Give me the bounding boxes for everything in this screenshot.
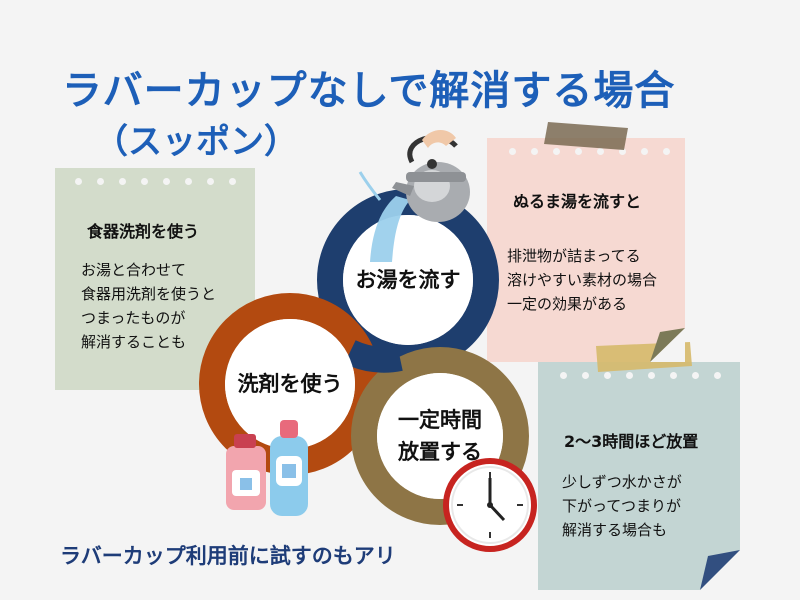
punch-hole: [604, 372, 611, 379]
card-line: 少しずつ水かさが: [562, 473, 682, 491]
punch-hole: [582, 372, 589, 379]
punch-hole: [207, 178, 214, 185]
card-wait: 2〜3時間ほど放置 少しずつ水かさが 下がってつまりが 解消する場合も: [538, 362, 740, 590]
card-line: つまったものが: [81, 309, 186, 327]
card-title: ぬるま湯を流すと: [513, 192, 642, 211]
circle-wait: 一定時間 放置する: [377, 373, 503, 499]
punch-hole: [229, 178, 236, 185]
punch-hole: [560, 372, 567, 379]
card-line: 食器用洗剤を使うと: [81, 285, 217, 303]
circle-label-line: 放置する: [398, 440, 482, 464]
punch-hole: [575, 148, 582, 155]
punch-hole: [531, 148, 538, 155]
card-holes: [487, 138, 685, 158]
punch-hole: [714, 372, 721, 379]
page-title: ラバーカップなしで解消する場合: [62, 68, 676, 114]
page-subtitle: （スッポン）: [94, 122, 298, 162]
punch-hole: [509, 148, 516, 155]
card-holes: [55, 168, 255, 188]
punch-hole: [692, 372, 699, 379]
card-body: 少しずつ水かさが 下がってつまりが 解消する場合も: [562, 470, 682, 542]
punch-hole: [648, 372, 655, 379]
card-holes: [538, 362, 740, 382]
card-line: 解消することも: [81, 333, 187, 351]
punch-hole: [119, 178, 126, 185]
circle-label-line: 一定時間: [398, 408, 482, 432]
card-title: 2〜3時間ほど放置: [564, 432, 699, 451]
punch-hole: [663, 148, 670, 155]
ring-wait: [351, 347, 529, 525]
card-hotwater: ぬるま湯を流すと 排泄物が詰まってる 溶けやすい素材の場合 一定の効果がある: [487, 138, 685, 362]
card-line: 溶けやすい素材の場合: [507, 271, 658, 289]
card-line: 一定の効果がある: [507, 295, 628, 313]
circle-label: お湯を流す: [355, 268, 461, 292]
circle-label: 一定時間 放置する: [377, 373, 503, 499]
punch-hole: [163, 178, 170, 185]
punch-hole: [75, 178, 82, 185]
card-line: 解消する場合も: [562, 521, 668, 539]
circle-hotwater: お湯を流す: [343, 215, 473, 345]
punch-hole: [626, 372, 633, 379]
tape-icon: [544, 122, 628, 150]
footer-note: ラバーカップ利用前に試すのもアリ: [60, 544, 396, 568]
card-line: お湯と合わせて: [81, 261, 187, 279]
punch-hole: [641, 148, 648, 155]
punch-hole: [185, 178, 192, 185]
circle-label: 洗剤を使う: [237, 372, 343, 396]
card-line: 下がってつまりが: [562, 497, 681, 515]
card-line: 排泄物が詰まってる: [507, 247, 641, 265]
card-body: お湯と合わせて 食器用洗剤を使うと つまったものが 解消することも: [81, 258, 216, 354]
punch-hole: [553, 148, 560, 155]
punch-hole: [97, 178, 104, 185]
card-title: 食器洗剤を使う: [87, 222, 200, 241]
card-body: 排泄物が詰まってる 溶けやすい素材の場合 一定の効果がある: [507, 244, 657, 316]
punch-hole: [619, 148, 626, 155]
punch-hole: [670, 372, 677, 379]
punch-hole: [141, 178, 148, 185]
punch-hole: [597, 148, 604, 155]
